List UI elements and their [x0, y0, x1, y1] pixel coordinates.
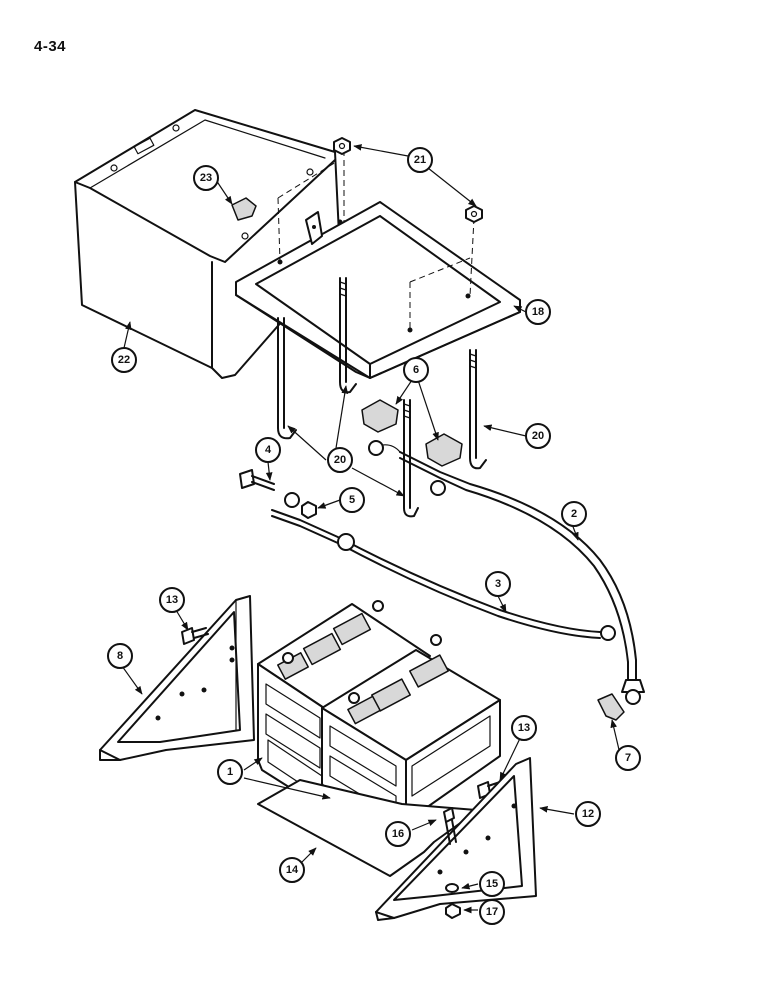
battery-left — [257, 600, 431, 809]
callout-12: 12 — [575, 801, 601, 827]
svg-text:6: 6 — [413, 364, 419, 376]
svg-text:1: 1 — [227, 766, 233, 778]
hex-nut — [445, 903, 461, 919]
terminal-protector — [597, 693, 625, 721]
callout-15: 16 — [385, 821, 411, 847]
callout-6: 6 — [403, 357, 429, 383]
clamp-nut — [301, 501, 317, 519]
svg-text:5: 5 — [349, 494, 355, 506]
clamp-bolt — [239, 469, 275, 491]
terminal-cover-right — [425, 433, 463, 467]
svg-text:20: 20 — [334, 454, 346, 466]
positive-cable — [368, 440, 645, 705]
callout-16: 15 — [479, 871, 505, 897]
j-bolt-left — [277, 317, 297, 440]
hold-down-frame — [235, 201, 521, 379]
svg-text:4: 4 — [265, 444, 272, 456]
svg-text:23: 23 — [200, 172, 212, 184]
leader-lines — [121, 144, 621, 914]
svg-text:8: 8 — [117, 650, 123, 662]
page-number: 4-34 — [34, 38, 67, 55]
callout-1: 1 — [217, 759, 243, 785]
svg-text:13: 13 — [518, 722, 530, 734]
nut-right — [465, 205, 483, 223]
callout-21: 21 — [407, 147, 433, 173]
pad-bolt — [443, 807, 457, 845]
negative-cable — [271, 492, 616, 641]
svg-text:20: 20 — [532, 430, 544, 442]
terminal-cover-left — [361, 399, 399, 433]
callout-7: 7 — [615, 745, 641, 771]
j-bolt-front — [403, 399, 419, 518]
callout-20-center: 20 — [327, 447, 353, 473]
callout-20-right: 20 — [525, 423, 551, 449]
callout-18: 18 — [525, 299, 551, 325]
callout-4: 4 — [255, 437, 281, 463]
svg-text:18: 18 — [532, 306, 544, 318]
svg-text:16: 16 — [392, 828, 404, 840]
washer — [445, 883, 459, 893]
callout-5: 5 — [339, 487, 365, 513]
callout-3: 3 — [485, 571, 511, 597]
svg-text:12: 12 — [582, 808, 594, 820]
bracket-bolt-left — [181, 627, 209, 645]
support-bracket-left — [99, 595, 255, 761]
svg-text:14: 14 — [286, 864, 299, 876]
callout-23: 23 — [193, 165, 219, 191]
svg-text:15: 15 — [486, 878, 498, 890]
svg-text:3: 3 — [495, 578, 501, 590]
svg-text:22: 22 — [118, 354, 130, 366]
battery-cover — [74, 109, 341, 379]
callout-13-left: 13 — [159, 587, 185, 613]
svg-text:13: 13 — [166, 594, 178, 606]
svg-text:17: 17 — [486, 906, 498, 918]
callout-22: 22 — [111, 347, 137, 373]
svg-text:2: 2 — [571, 508, 577, 520]
callout-8: 8 — [107, 643, 133, 669]
j-bolt-right — [469, 349, 487, 470]
svg-text:21: 21 — [414, 154, 426, 166]
svg-text:7: 7 — [625, 752, 631, 764]
callout-13-right: 13 — [511, 715, 537, 741]
callout-14: 14 — [279, 857, 305, 883]
nut-top — [333, 137, 351, 155]
callout-2: 2 — [561, 501, 587, 527]
callout-17: 17 — [479, 899, 505, 925]
